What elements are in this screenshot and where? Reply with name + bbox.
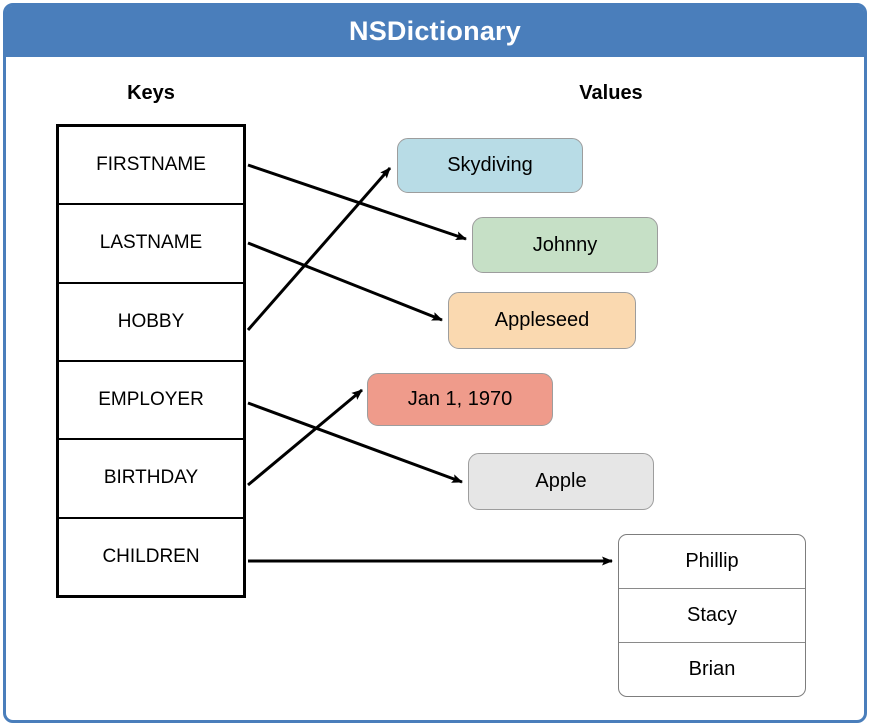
value-box-appleseed[interactable]: Appleseed <box>448 292 636 349</box>
key-row-birthday[interactable]: BIRTHDAY <box>59 440 243 519</box>
values-column-heading: Values <box>579 82 643 104</box>
children-row-phillip[interactable]: Phillip <box>619 535 805 589</box>
children-row-stacy[interactable]: Stacy <box>619 589 805 643</box>
value-box-johnny[interactable]: Johnny <box>472 217 658 273</box>
key-row-employer[interactable]: EMPLOYER <box>59 361 243 441</box>
value-box-apple[interactable]: Apple <box>468 453 654 510</box>
value-box-skydiving[interactable]: Skydiving <box>397 138 583 193</box>
key-row-lastname[interactable]: LASTNAME <box>59 205 243 284</box>
children-row-brian[interactable]: Brian <box>688 658 736 680</box>
keys-column-heading: Keys <box>127 82 175 104</box>
page-title: NSDictionary <box>349 16 521 46</box>
key-row-children[interactable]: CHILDREN <box>59 518 243 595</box>
value-box-children-array: Phillip Stacy Brian <box>618 534 806 697</box>
key-row-hobby[interactable]: HOBBY <box>59 283 243 362</box>
keys-table: FIRSTNAME LASTNAME HOBBY EMPLOYER BIRTHD… <box>56 124 246 598</box>
panel-header: NSDictionary <box>6 6 864 57</box>
key-row-firstname[interactable]: FIRSTNAME <box>59 127 243 206</box>
value-box-birthdate[interactable]: Jan 1, 1970 <box>367 373 553 426</box>
